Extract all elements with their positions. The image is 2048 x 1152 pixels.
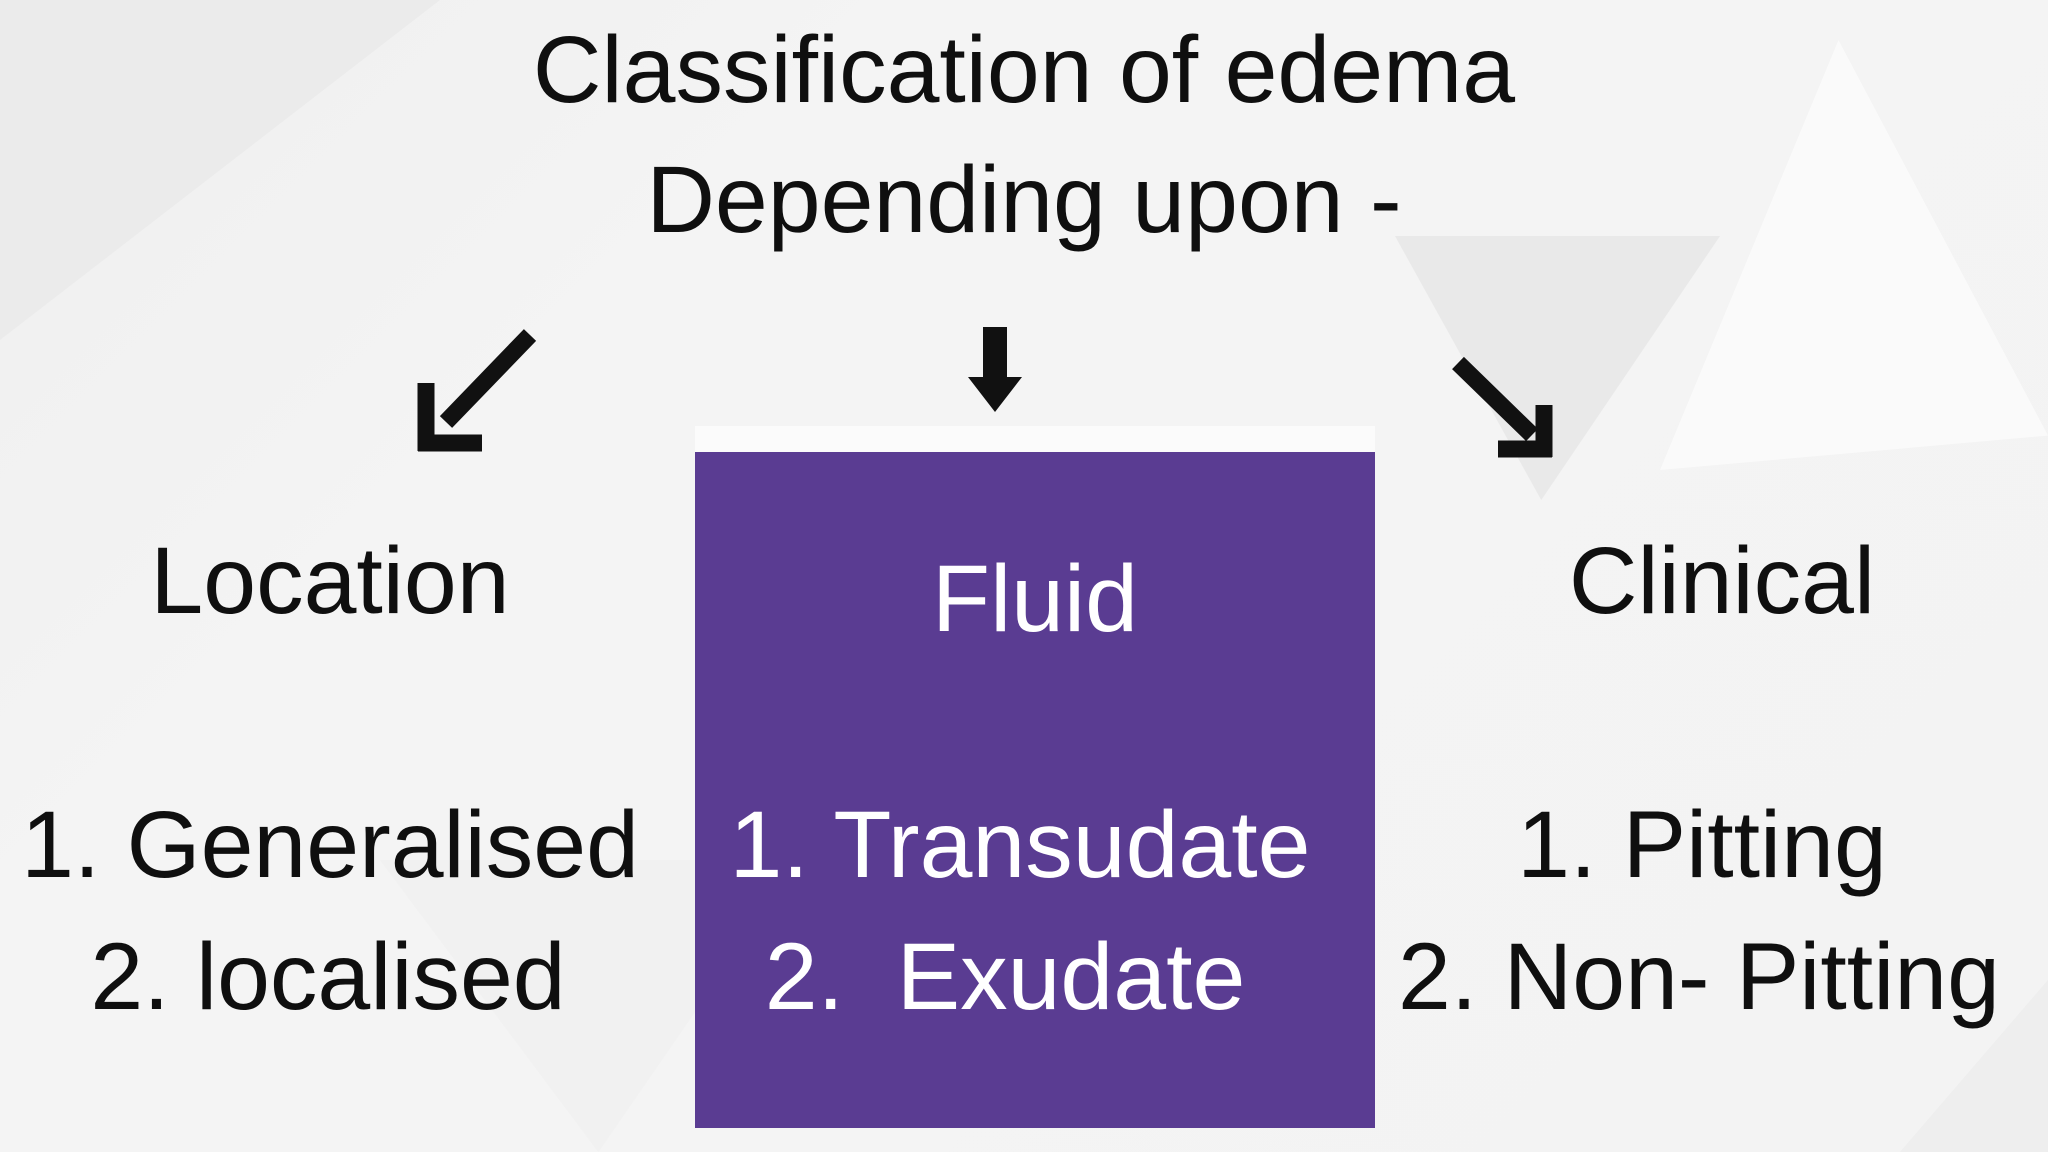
title-line-2: Depending upon - [646,147,1402,253]
column-fluid-heading: Fluid [932,546,1138,652]
column-clinical-heading: Clinical [1568,528,1876,634]
column-fluid-item-1: 1. Transudate [729,792,1311,898]
column-clinical-item-1: 1. Pitting [1517,792,1887,898]
box-highlight-strip [695,426,1375,452]
fluid-box [695,452,1375,1128]
column-location-item-1: 1. Generalised [21,792,639,898]
down-right-arrow-icon [1452,356,1553,458]
down-arrow-icon [968,327,1022,412]
column-location-heading: Location [150,528,510,634]
title-line-1: Classification of edema [532,17,1516,123]
down-left-arrow-icon [417,329,537,452]
column-clinical-item-2: 2. Non- Pitting [1398,924,2000,1030]
column-location-item-2: 2. localised [90,924,566,1030]
column-fluid-item-2: 2. Exudate [764,924,1246,1030]
